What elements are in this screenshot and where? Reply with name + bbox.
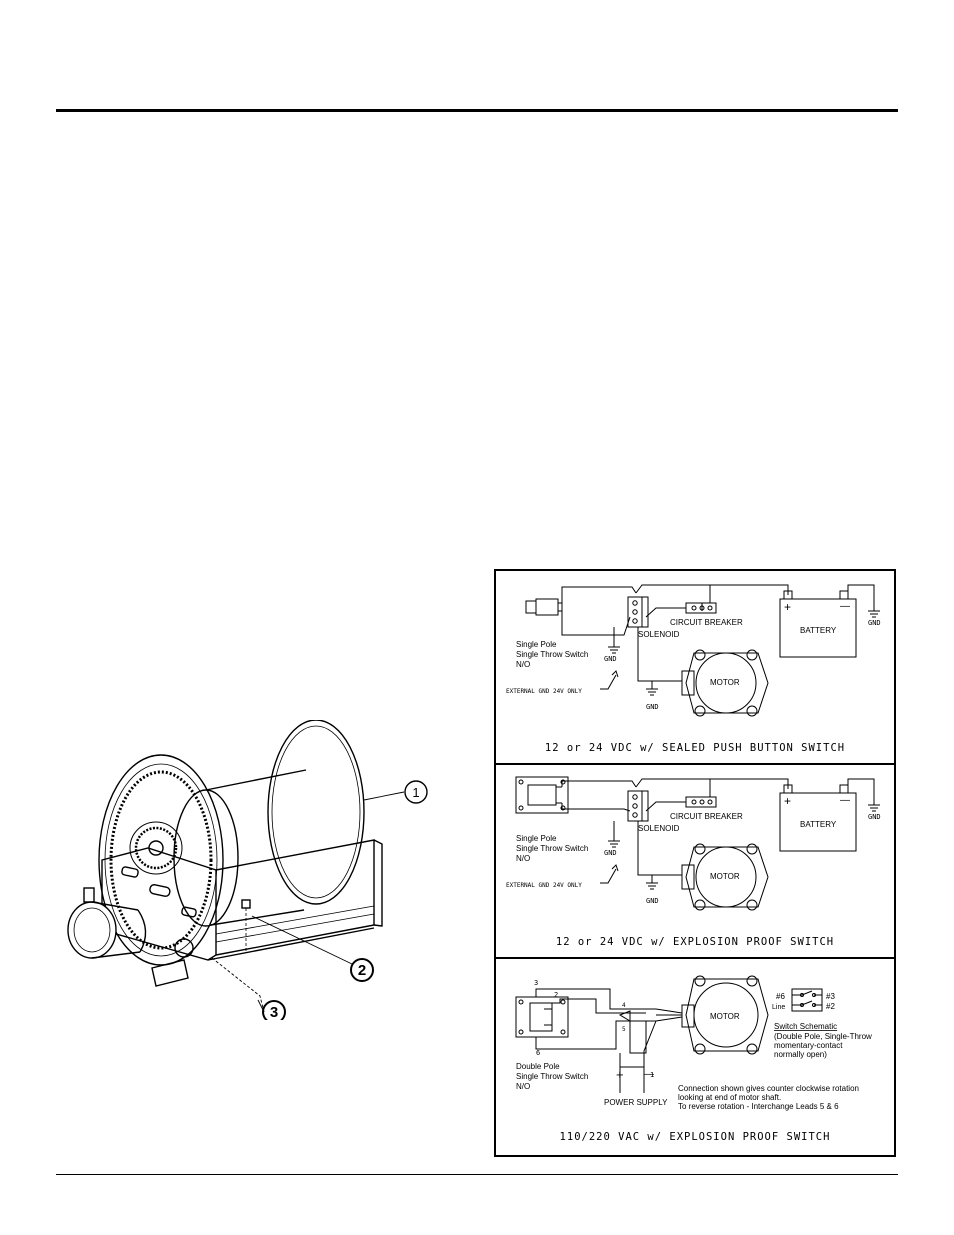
pin-line: Line: [772, 1004, 785, 1011]
switch-label-line3: N/O: [516, 854, 530, 863]
rear-flange: [267, 719, 365, 905]
lead-6: 6: [536, 1049, 540, 1057]
lead-3: 3: [534, 979, 538, 987]
explosion-proof-switch-icon: [515, 776, 569, 814]
schematic-desc-1: (Double Pole, Single-Throw: [774, 1032, 872, 1041]
ext-gnd-label: EXTERNAL GND 24V ONLY: [506, 688, 582, 695]
solenoid-icon: [627, 596, 643, 628]
ext-gnd-label: EXTERNAL GND 24V ONLY: [506, 882, 582, 889]
callout-2: 2: [358, 962, 366, 979]
hose-reel-illustration: 1 2 3: [56, 719, 440, 1024]
motor-icon: [685, 652, 769, 714]
switch-label-line3: N/O: [516, 660, 530, 669]
motor-label: MOTOR: [710, 1012, 740, 1021]
note-line-2: looking at end of motor shaft.: [678, 1093, 781, 1102]
motor-icon: [685, 978, 769, 1052]
panel-sealed-push-button: Single Pole Single Throw Switch N/O SOLE…: [496, 571, 894, 765]
power-supply-label: POWER SUPPLY: [604, 1098, 668, 1107]
motor-gnd-label: GND: [646, 703, 659, 711]
pin-3: #3: [826, 992, 835, 1001]
panel1-caption: 12 or 24 VDC w/ SEALED PUSH BUTTON SWITC…: [545, 742, 845, 754]
pin-2: #2: [826, 1002, 835, 1011]
battery-gnd-label: GND: [868, 813, 881, 821]
switch-label-line2: Single Throw Switch: [516, 650, 588, 659]
callout-1-circle: [404, 780, 428, 804]
panel-explosion-proof-ac: 3 2 4 5 6 1 Double Pole Single Throw Swi…: [496, 959, 894, 1155]
breaker-label: CIRCUIT BREAKER: [670, 618, 743, 627]
switch-label-line3: N/O: [516, 1082, 530, 1091]
motor-label: MOTOR: [710, 872, 740, 881]
push-button-switch-icon: [525, 600, 537, 614]
header-rule: [56, 109, 898, 112]
panel3-caption: 110/220 VAC w/ EXPLOSION PROOF SWITCH: [560, 1131, 831, 1143]
callout-3: 3: [270, 1004, 278, 1020]
schematic-desc-3: normally open): [774, 1050, 827, 1059]
schematic-desc-2: momentary-contact: [774, 1041, 843, 1050]
double-pole-switch-icon: [515, 996, 569, 1038]
schematic-title: Switch Schematic: [774, 1022, 837, 1031]
solenoid-icon: [627, 790, 643, 822]
switch-label-line2: Single Throw Switch: [516, 1072, 588, 1081]
battery-plus: +: [784, 794, 791, 808]
breaker-label: CIRCUIT BREAKER: [670, 812, 743, 821]
note-line-3: To reverse rotation - Interchange Leads …: [678, 1102, 839, 1111]
switch-label-line1: Single Pole: [516, 834, 557, 843]
hose-reel-drawing: 1 2 3: [67, 719, 428, 1024]
lead-1: 1: [650, 1071, 654, 1079]
supply-plus: +: [616, 1067, 624, 1082]
motor-icon: [685, 846, 769, 908]
switch-label-line2: Single Throw Switch: [516, 844, 588, 853]
pin-6: #6: [776, 992, 785, 1001]
lead-5: 5: [622, 1026, 626, 1033]
panel2-caption: 12 or 24 VDC w/ EXPLOSION PROOF SWITCH: [556, 936, 834, 948]
supply-minus: —: [644, 1069, 654, 1080]
lead-2: 2: [554, 991, 558, 999]
note-line-1: Connection shown gives counter clockwise…: [678, 1084, 859, 1093]
solenoid-gnd-label: GND: [604, 655, 617, 663]
switch-label-line1: Double Pole: [516, 1062, 560, 1071]
wiring-diagrams: Single Pole Single Throw Switch N/O SOLE…: [494, 569, 896, 1157]
solenoid-label: SOLENOID: [638, 824, 680, 833]
footer-rule: [56, 1174, 898, 1175]
callout-2-circle: [350, 958, 374, 982]
battery-label: BATTERY: [800, 626, 837, 635]
solenoid-label: SOLENOID: [638, 630, 680, 639]
battery-label: BATTERY: [800, 820, 837, 829]
switch-schematic-icon: [791, 988, 823, 1012]
battery-plus: +: [784, 600, 791, 614]
switch-label-line1: Single Pole: [516, 640, 557, 649]
battery-minus: —: [840, 601, 850, 612]
solenoid-gnd-label: GND: [604, 849, 617, 857]
battery-minus: —: [840, 795, 850, 806]
lead-4: 4: [622, 1002, 626, 1009]
motor-label: MOTOR: [710, 678, 740, 687]
battery-icon: [779, 598, 857, 658]
motor-gnd-label: GND: [646, 897, 659, 905]
panel-explosion-proof-dc: Single Pole Single Throw Switch N/O SOLE…: [496, 765, 894, 959]
battery-gnd-label: GND: [868, 619, 881, 627]
callout-1: 1: [412, 785, 419, 800]
battery-icon: [779, 792, 857, 852]
motor-body: [67, 901, 117, 959]
front-flange: [98, 754, 224, 966]
